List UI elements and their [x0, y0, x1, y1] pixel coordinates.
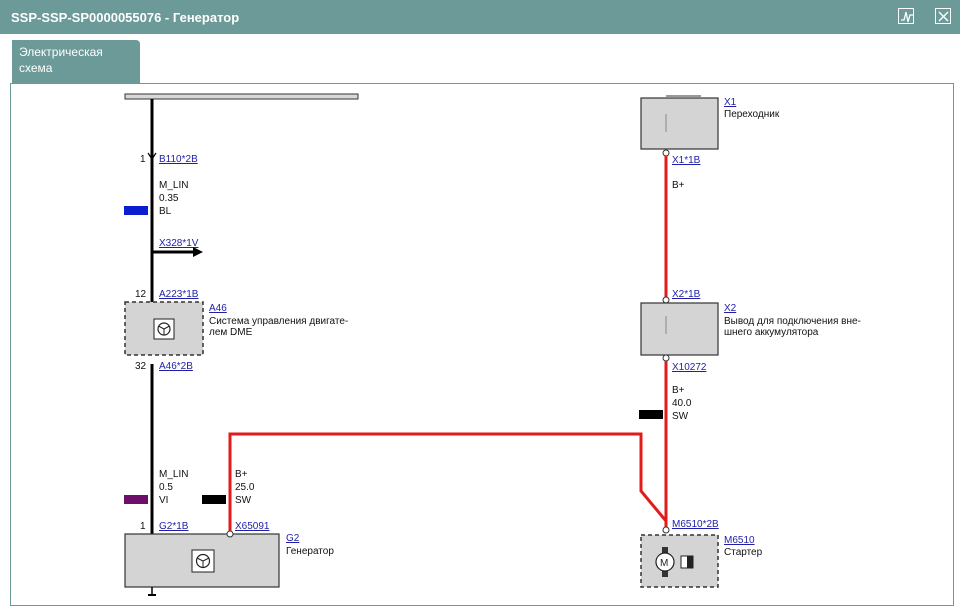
generator-bplus-wire	[228, 432, 668, 534]
right-seg2-color: SW	[672, 411, 689, 422]
right-seg2-gauge: 40.0	[672, 398, 692, 409]
motor-icon: M	[655, 547, 694, 577]
close-icon	[938, 11, 949, 22]
segment2-gauge: 0.5	[159, 482, 173, 493]
segment1-color: BL	[159, 206, 172, 217]
segment2-color: VI	[159, 495, 168, 506]
adapter-box[interactable]	[640, 97, 719, 150]
tab-electrical-schema[interactable]: Электрическая схема	[12, 40, 140, 83]
connector-m6510[interactable]: M6510*2B	[672, 519, 719, 530]
generator-id[interactable]: G2	[286, 533, 300, 544]
diagram-panel: 1 B110*2B M_LIN 0.35 BL X328*1V 12 A223*…	[10, 83, 954, 606]
starter-box[interactable]	[640, 534, 719, 588]
connector-x2-top[interactable]: X2*1B	[672, 289, 701, 300]
ecu-id[interactable]: A46	[209, 303, 227, 314]
wiring-diagram: 1 B110*2B M_LIN 0.35 BL X328*1V 12 A223*…	[124, 93, 861, 596]
starter-id[interactable]: M6510	[724, 535, 755, 546]
terminal-starter	[662, 526, 670, 534]
gen-wire-color: SW	[235, 495, 252, 506]
gen-wire-signal: B+	[235, 469, 248, 480]
terminal-x1	[662, 149, 670, 157]
connector-b110[interactable]: B110*2B	[159, 154, 198, 165]
waveform-button[interactable]	[898, 8, 914, 24]
ground-icon	[148, 587, 156, 596]
svg-text:M: M	[660, 558, 668, 569]
segment1-signal: M_LIN	[159, 180, 188, 191]
title-bar: SSP-SSP-SP0000055076 - Генератор	[0, 0, 960, 34]
arrow-right-icon	[193, 247, 203, 257]
jump-point-box[interactable]	[640, 302, 719, 356]
generator-terminal	[226, 530, 234, 538]
pin-a46: 32	[135, 361, 147, 372]
ecu-name-line2: лем DME	[209, 327, 253, 338]
connector-fork-icon	[147, 152, 157, 161]
waveform-icon	[901, 11, 913, 23]
terminal-x2-top	[662, 296, 670, 304]
pin-a223: 12	[135, 289, 147, 300]
wire-color-swatch-vi	[124, 495, 148, 504]
tab-label-line1: Электрическая	[19, 45, 103, 59]
bus-bar	[124, 93, 359, 100]
close-button[interactable]	[935, 8, 951, 24]
connector-a46[interactable]: A46*2B	[159, 361, 193, 372]
branch-x328[interactable]: X328*1V	[159, 238, 199, 249]
starter-name: Стартер	[724, 547, 763, 558]
wire-color-swatch-bl	[124, 206, 148, 215]
window-title: SSP-SSP-SP0000055076 - Генератор	[11, 10, 240, 25]
jump-point-name-line2: шнего аккумулятора	[724, 327, 819, 338]
terminal-x2-bottom	[662, 354, 670, 362]
ecu-name-line1: Система управления двигате-	[209, 316, 348, 327]
right-seg2-signal: B+	[672, 385, 685, 396]
connector-x10272[interactable]: X10272	[672, 362, 707, 373]
pin-g2: 1	[140, 521, 146, 532]
steering-wheel-icon	[195, 553, 211, 569]
jump-point-id[interactable]: X2	[724, 303, 737, 314]
segment1-gauge: 0.35	[159, 193, 179, 204]
connector-g2[interactable]: G2*1B	[159, 521, 189, 532]
jump-point-name-line1: Вывод для подключения вне-	[724, 316, 861, 327]
pin-b110: 1	[140, 154, 146, 165]
generator-name: Генератор	[286, 546, 334, 557]
wire-color-swatch-sw-right	[639, 410, 663, 419]
segment2-signal: M_LIN	[159, 469, 188, 480]
gen-wire-gauge: 25.0	[235, 482, 255, 493]
right-seg1-signal: B+	[672, 180, 685, 191]
connector-x1[interactable]: X1*1B	[672, 155, 701, 166]
steering-wheel-icon	[157, 322, 171, 336]
tab-label-line2: схема	[19, 61, 53, 75]
adapter-id[interactable]: X1	[724, 97, 737, 108]
adapter-name: Переходник	[724, 109, 780, 120]
connector-x65091[interactable]: X65091	[235, 521, 270, 532]
wire-color-swatch-sw	[202, 495, 226, 504]
connector-a223[interactable]: A223*1B	[159, 289, 199, 300]
